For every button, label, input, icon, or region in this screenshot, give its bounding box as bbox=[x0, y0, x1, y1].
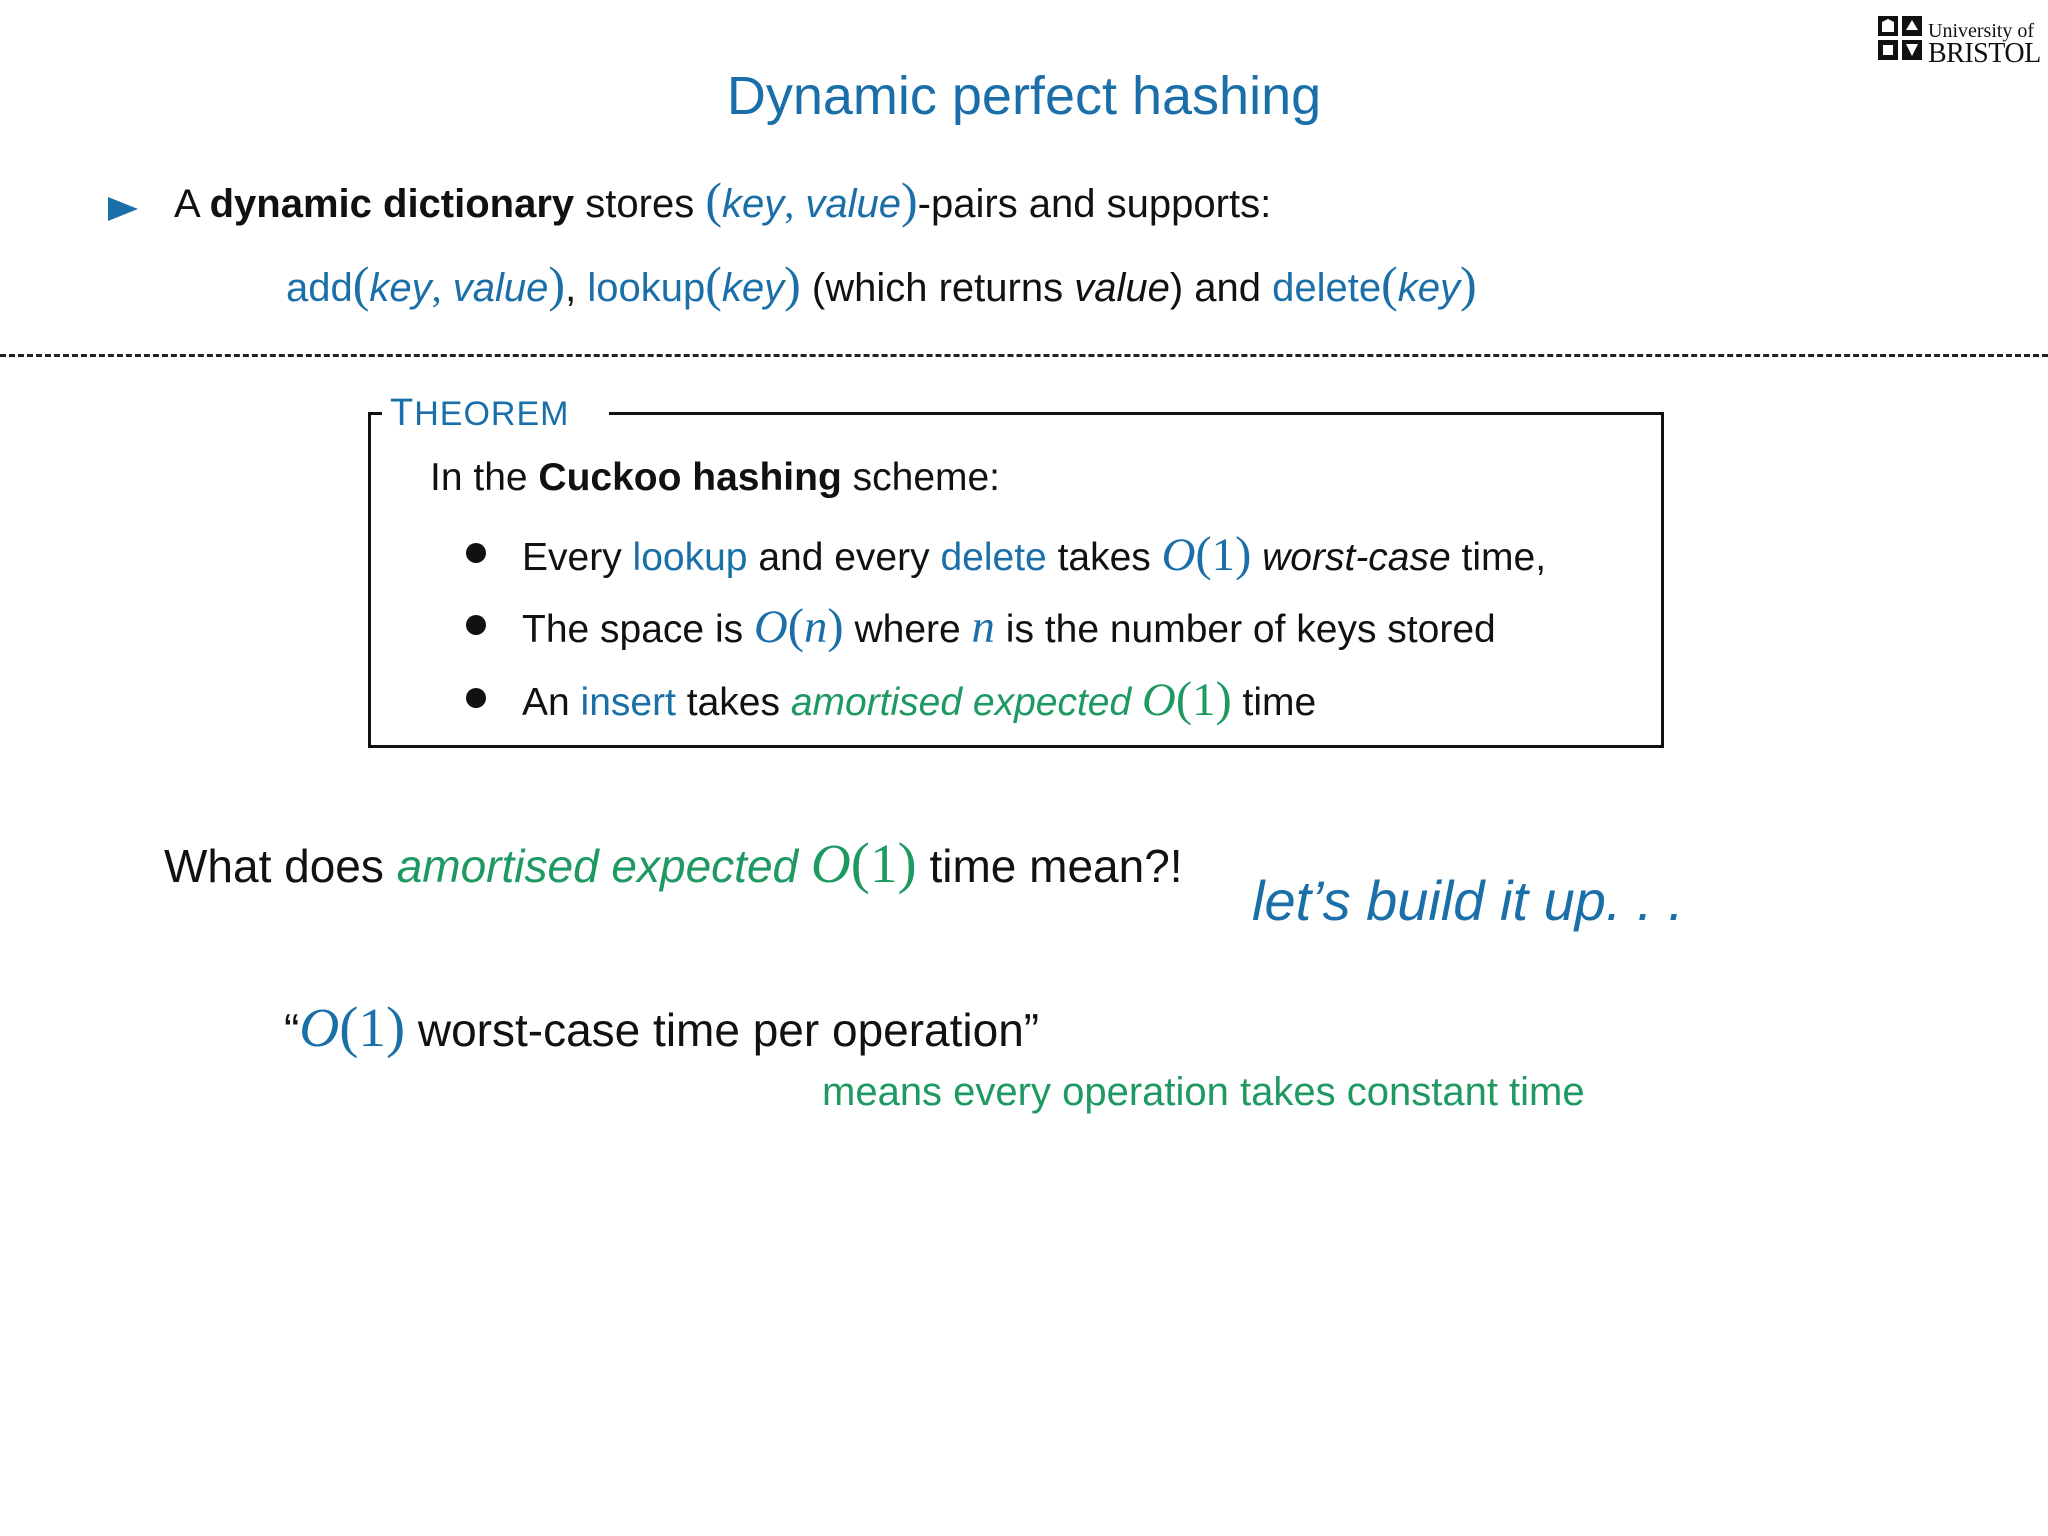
paren-close: ) bbox=[784, 256, 801, 312]
university-crest-icon bbox=[1878, 16, 1922, 60]
theorem-box bbox=[368, 412, 1664, 748]
intro-term: dynamic dictionary bbox=[209, 182, 575, 226]
intro-pairs: -pairs and supports: bbox=[917, 182, 1272, 226]
op-add-value: value bbox=[452, 266, 549, 310]
paren-close: ) bbox=[1460, 256, 1477, 312]
item3-math: O(1) bbox=[1142, 672, 1232, 726]
question-amort: amortised expected bbox=[396, 840, 799, 892]
question-b: time mean?! bbox=[929, 840, 1183, 892]
op-lookup-key: key bbox=[721, 266, 785, 310]
theorem-label: THEOREM bbox=[382, 392, 610, 435]
paren-open: ( bbox=[705, 256, 722, 312]
paren-open: ( bbox=[705, 172, 723, 228]
item1-e: time, bbox=[1461, 536, 1547, 579]
item2-b: where bbox=[854, 608, 961, 651]
dashed-divider bbox=[0, 354, 2048, 357]
op-sep: , bbox=[565, 266, 577, 310]
op-returns-a: (which returns bbox=[811, 266, 1064, 310]
paren-close: ) bbox=[901, 172, 918, 228]
op-delete-key: key bbox=[1397, 266, 1461, 310]
intro-a: A bbox=[174, 182, 199, 226]
op-returns-value: value bbox=[1074, 266, 1170, 310]
paren-open: ( bbox=[1381, 256, 1398, 312]
intro-comma: , bbox=[784, 181, 795, 226]
item3-b: takes bbox=[686, 681, 780, 724]
theorem-intro-bold: Cuckoo hashing bbox=[538, 456, 842, 499]
op-add: add bbox=[286, 266, 353, 310]
item3-c: time bbox=[1242, 681, 1317, 724]
item1-lookup: lookup bbox=[632, 536, 748, 579]
worst-math: O(1) bbox=[299, 996, 406, 1059]
intro-line: A dynamic dictionary stores (key, value)… bbox=[174, 175, 1272, 227]
theorem-item-1: Every lookup and every delete takes O(1)… bbox=[522, 528, 1546, 582]
logo-text-line1: University of bbox=[1928, 20, 2035, 42]
item2-a: The space is bbox=[522, 608, 744, 651]
item3-a: An bbox=[522, 681, 570, 724]
intro-key: key bbox=[722, 182, 785, 226]
bullet-dot-icon bbox=[466, 615, 486, 635]
university-logo: University of BRISTOL bbox=[1876, 14, 2041, 69]
theorem-intro-b: scheme: bbox=[852, 456, 1001, 499]
build-up-note: let’s build it up. . . bbox=[1252, 869, 1684, 932]
op-add-key: key bbox=[369, 266, 432, 310]
logo-text-line2: BRISTOL bbox=[1928, 38, 2041, 69]
item3-insert: insert bbox=[580, 681, 676, 724]
means-explanation: means every operation takes constant tim… bbox=[822, 1070, 1585, 1114]
op-delete: delete bbox=[1272, 266, 1382, 310]
item2-n: n bbox=[971, 601, 995, 653]
op-returns-b: ) and bbox=[1169, 266, 1261, 310]
theorem-item-3: An insert takes amortised expected O(1) … bbox=[522, 673, 1316, 727]
theorem-label-first: T bbox=[390, 392, 415, 434]
op-lookup: lookup bbox=[587, 266, 706, 310]
worst-case-quote: “O(1) worst-case time per operation” bbox=[284, 996, 1039, 1059]
question-a: What does bbox=[164, 840, 384, 892]
paren-close: ) bbox=[548, 256, 566, 312]
slide-title: Dynamic perfect hashing bbox=[726, 66, 1322, 126]
theorem-intro-a: In the bbox=[430, 456, 528, 499]
question-line: What does amortised expected O(1) time m… bbox=[164, 832, 1183, 895]
intro-stores: stores bbox=[585, 182, 695, 226]
theorem-intro: In the Cuckoo hashing scheme: bbox=[430, 456, 1000, 500]
bullet-dot-icon bbox=[466, 688, 486, 708]
item1-b: and every bbox=[758, 536, 930, 579]
item1-delete: delete bbox=[940, 536, 1047, 579]
item3-amort: amortised expected bbox=[790, 681, 1132, 724]
theorem-label-rest: HEOREM bbox=[414, 395, 570, 433]
worst-open-quote: “ bbox=[284, 1004, 300, 1056]
item1-d: worst-case bbox=[1262, 536, 1451, 579]
worst-text: worst-case time per operation” bbox=[417, 1004, 1040, 1056]
item1-math: O(1) bbox=[1161, 527, 1252, 581]
intro-value: value bbox=[805, 182, 902, 226]
triangle-right-icon bbox=[108, 197, 138, 221]
theorem-item-2: The space is O(n) where n is the number … bbox=[522, 600, 1496, 654]
bullet-dot-icon bbox=[466, 543, 486, 563]
item2-c: is the number of keys stored bbox=[1005, 608, 1496, 651]
item1-c: takes bbox=[1057, 536, 1151, 579]
question-math: O(1) bbox=[810, 832, 917, 895]
paren-open: ( bbox=[352, 256, 370, 312]
item2-math: O(n) bbox=[753, 599, 844, 653]
item1-a: Every bbox=[522, 536, 622, 579]
operations-line: add(key, value), lookup(key) (which retu… bbox=[286, 256, 1477, 312]
